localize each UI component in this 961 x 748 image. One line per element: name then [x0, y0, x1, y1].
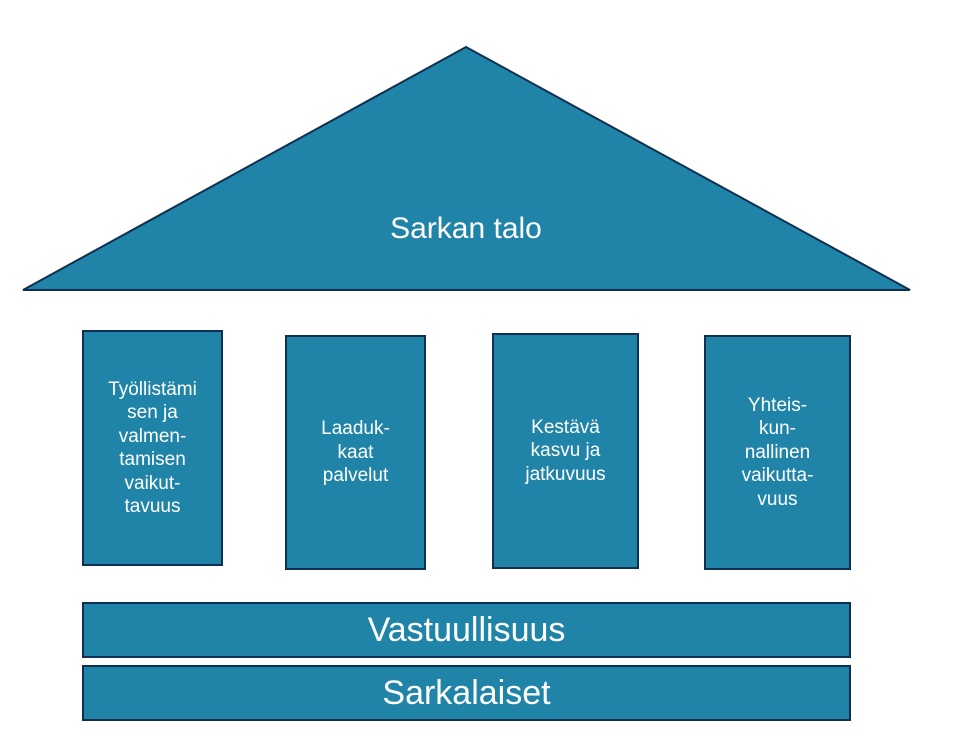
- pillar-quality-services: Laaduk- kaat palvelut: [285, 335, 426, 570]
- pillar-line: sen ja: [127, 402, 178, 423]
- pillar-line: Työllistämi: [108, 378, 197, 400]
- pillar-line: vuus: [757, 488, 798, 510]
- pillar-line: tamisen: [119, 449, 186, 470]
- pillar-line: Kestävä: [531, 416, 600, 438]
- pillar-line: kasvu ja: [530, 440, 601, 462]
- pillar-line: Laaduk-: [321, 418, 390, 440]
- pillar-employment: Työllistämi sen ja valmen- tamisen vaiku…: [82, 330, 223, 566]
- roof-label: Sarkan talo: [390, 212, 542, 245]
- foundation-responsibility: Vastuullisuus: [82, 602, 851, 658]
- pillar-line: kun-: [759, 418, 796, 440]
- pillar-line: vaikut-: [124, 472, 181, 494]
- pillar-line: nallinen: [744, 441, 811, 463]
- pillar-line: vaikutta-: [741, 465, 814, 487]
- roof-triangle: [22, 45, 911, 291]
- pillar-line: tavuus: [124, 496, 181, 517]
- pillar-line: valmen-: [118, 425, 187, 447]
- pillar-sustainable-growth: Kestävä kasvu ja jatkuvuus: [492, 333, 639, 569]
- pillar-social-impact: Yhteis- kun- nallinen vaikutta- vuus: [704, 335, 851, 570]
- pillar-line: kaat: [337, 441, 374, 463]
- pillar-line: jatkuvuus: [525, 463, 606, 485]
- foundation-people: Sarkalaiset: [82, 665, 851, 721]
- pillar-line: palvelut: [322, 465, 389, 487]
- pillar-line: Yhteis-: [747, 394, 808, 416]
